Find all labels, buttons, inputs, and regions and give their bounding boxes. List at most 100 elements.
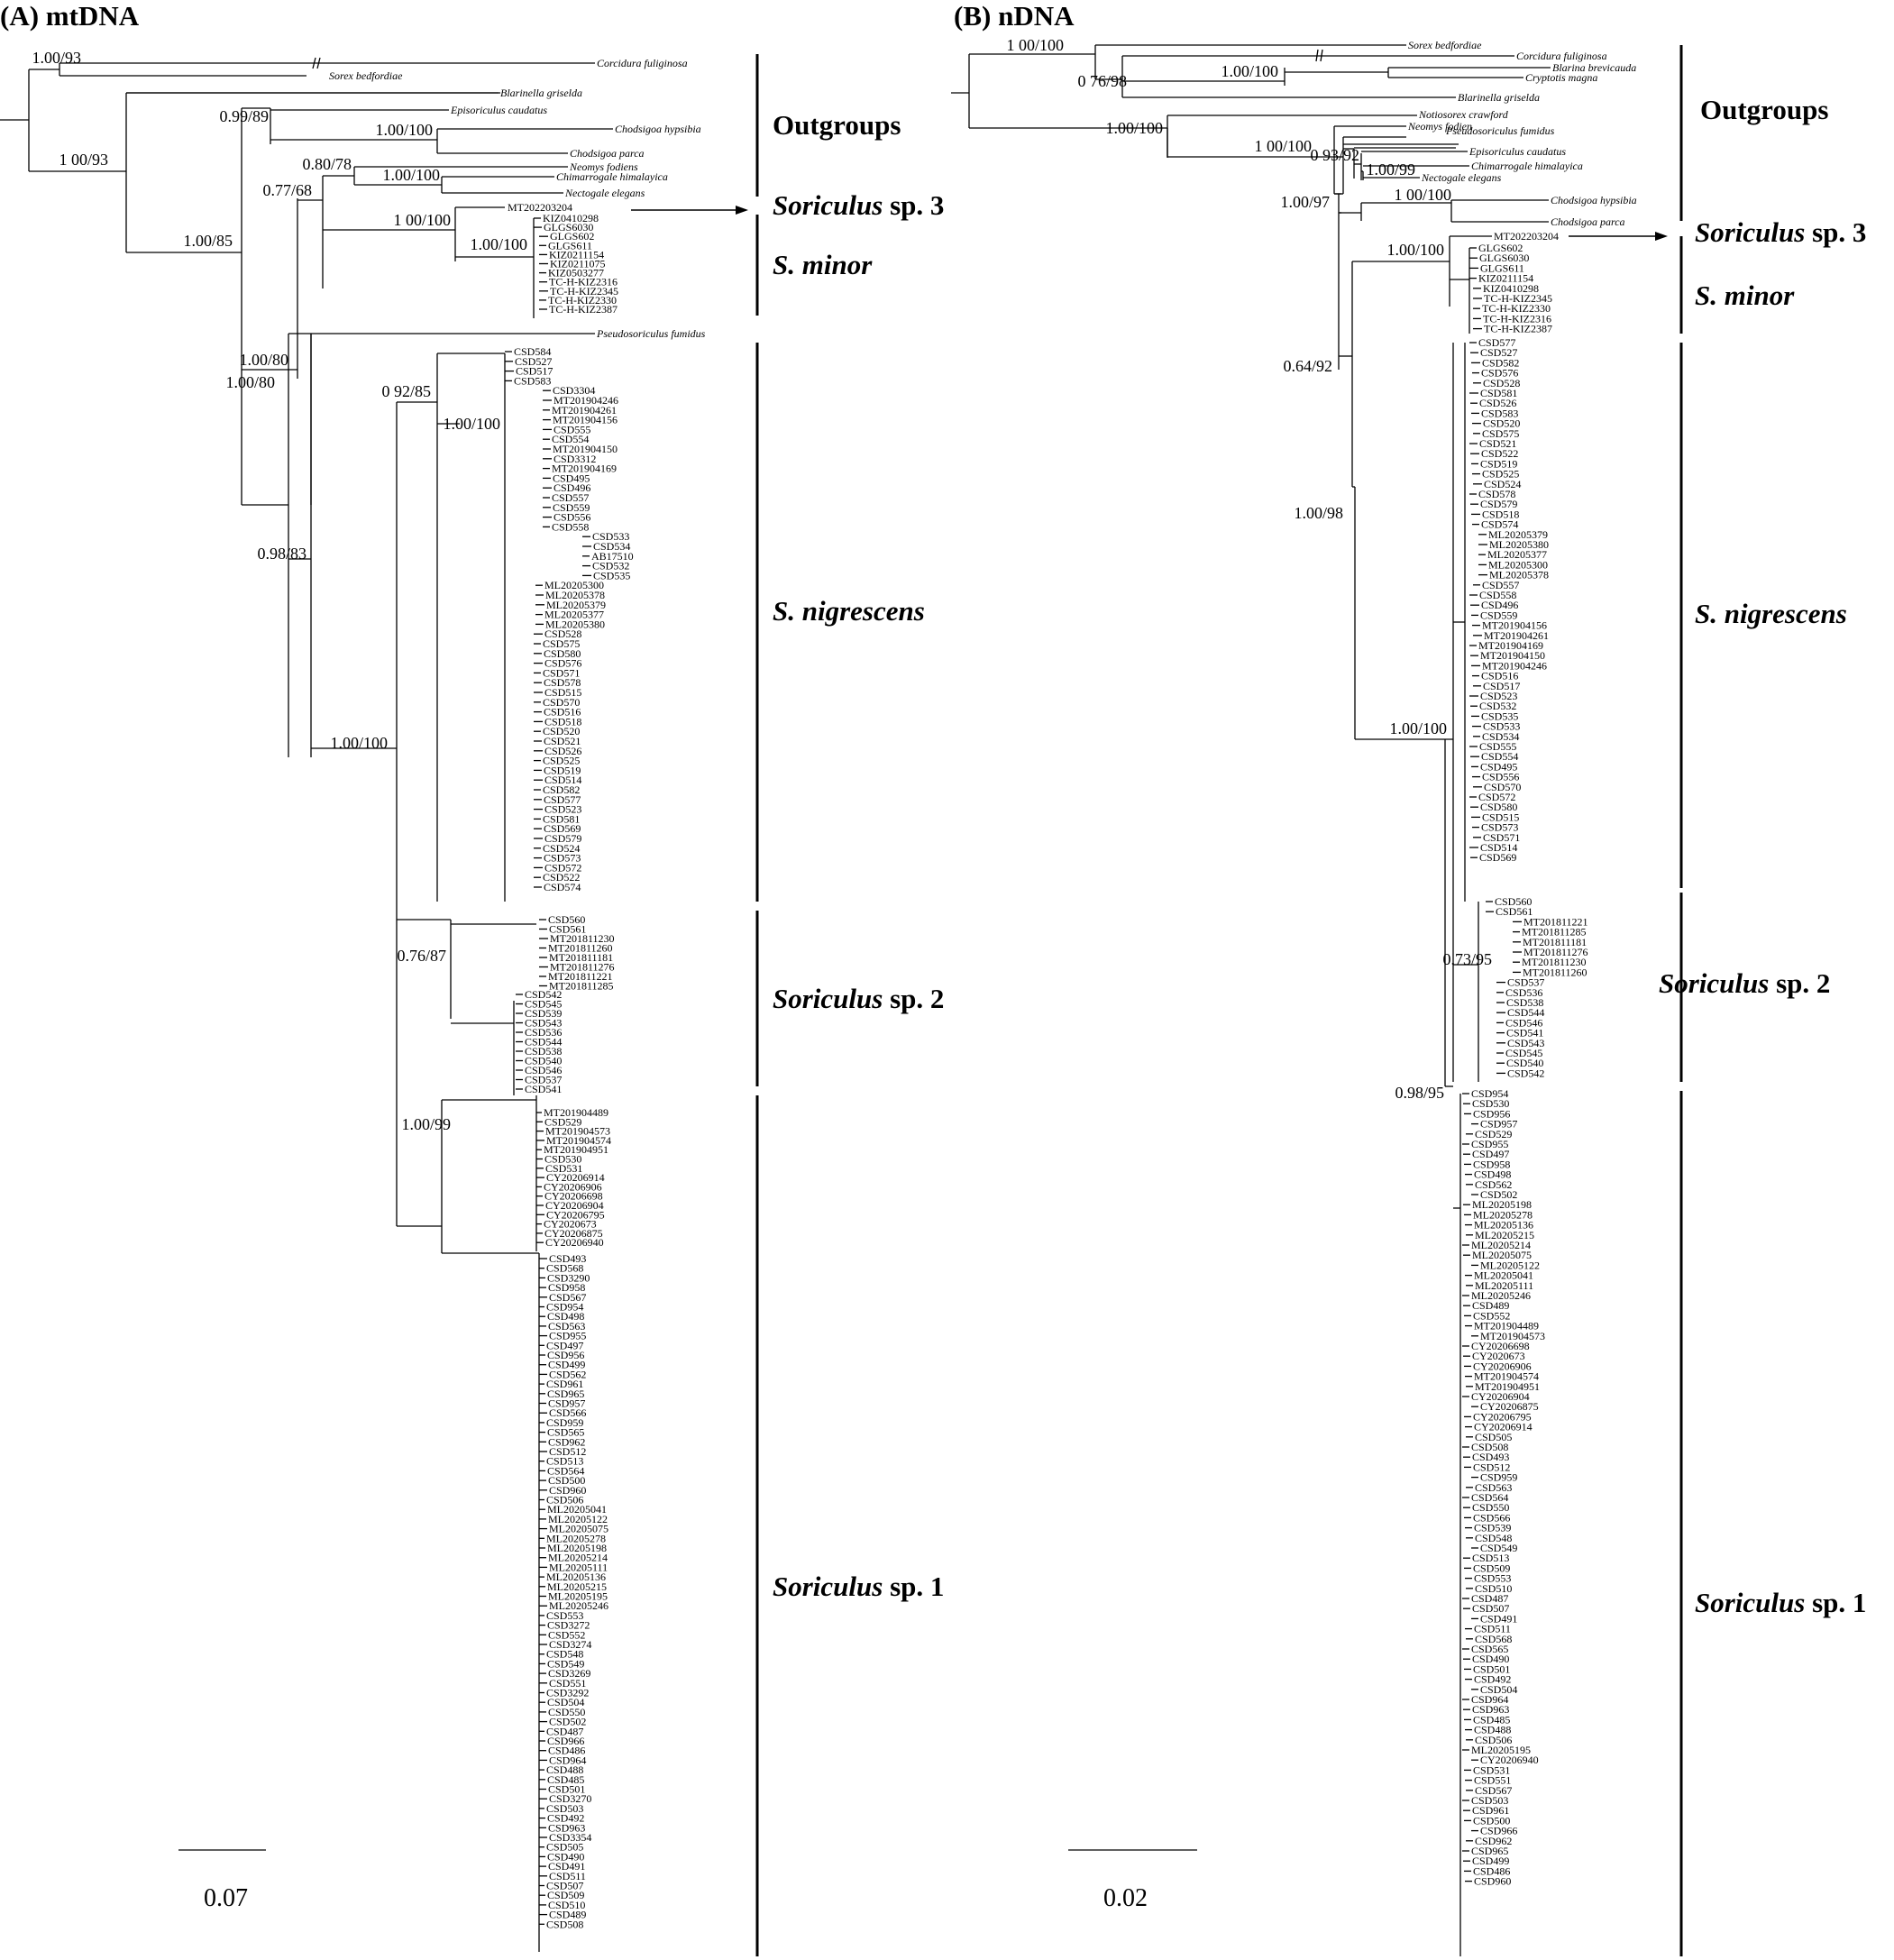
- arrow-head: [736, 206, 748, 215]
- taxon-label: GLGS6030: [1479, 252, 1529, 264]
- taxon-label: CSD514: [544, 774, 581, 786]
- support-value: 1.00/99: [401, 1115, 451, 1133]
- taxon-label: CSD564: [547, 1464, 584, 1477]
- taxon-label: CSD572: [544, 861, 581, 874]
- taxon-label: CSD955: [1471, 1138, 1508, 1150]
- taxon-label: CSD556: [1482, 771, 1519, 783]
- species-suffix: sp. 1: [883, 1571, 945, 1602]
- taxon-label: CSD569: [544, 822, 581, 835]
- taxon-label: CSD496: [1481, 599, 1518, 611]
- taxon-label: TC-H-KIZ2316: [549, 276, 618, 289]
- taxon-label: ML20205122: [548, 1513, 608, 1525]
- taxon-label: TC-H-KIZ2345: [550, 285, 618, 298]
- taxon-label: CSD530: [1472, 1097, 1509, 1110]
- taxon-label: Chodsigoa parca: [1551, 215, 1625, 228]
- taxon-label: CSD529: [1475, 1128, 1512, 1140]
- taxon-label: MT201811276: [1523, 946, 1588, 958]
- taxon-label: CSD542: [1507, 1067, 1544, 1079]
- taxon-label: Episoriculus caudatus: [450, 104, 547, 116]
- taxon-label: MT201904261: [1484, 629, 1549, 642]
- taxon-label: CSD966: [1480, 1825, 1517, 1837]
- taxon-label: CSD510: [1475, 1582, 1512, 1595]
- taxon-label: CSD512: [549, 1445, 586, 1458]
- taxon-label: KIZ0410298: [543, 212, 599, 224]
- taxon-label: CSD528: [544, 627, 581, 640]
- taxon-label: Neomys fodien: [1407, 120, 1472, 133]
- taxon-label: CSD954: [1471, 1087, 1508, 1100]
- species-name: S. nigrescens: [1695, 598, 1847, 629]
- taxon-label: CSD534: [593, 540, 630, 553]
- taxon-label: CSD486: [548, 1745, 585, 1757]
- taxon-label: CY20206914: [1474, 1421, 1533, 1433]
- taxon-label: CSD492: [547, 1812, 584, 1825]
- taxon-label: AB17510: [591, 550, 634, 563]
- taxon-label: CSD541: [1506, 1027, 1543, 1040]
- taxon-label: ML20205380: [545, 618, 605, 630]
- taxon-label: MT201811221: [548, 970, 613, 983]
- taxon-label: MT201904574: [1474, 1370, 1539, 1383]
- taxon-label: ML20205378: [545, 589, 605, 601]
- taxon-label: CSD525: [543, 755, 580, 767]
- taxon-label: CSD511: [1474, 1623, 1511, 1635]
- taxon-label: CSD544: [1507, 1006, 1544, 1019]
- taxon-label: CSD3354: [549, 1831, 591, 1844]
- taxon-label: CSD550: [548, 1706, 585, 1718]
- taxon-label: Chimarrogale himalayica: [1471, 160, 1583, 172]
- taxon-label: MT201904573: [545, 1125, 610, 1138]
- taxon-label: CSD523: [544, 803, 581, 816]
- species-name: S. minor: [773, 249, 873, 280]
- taxon-label: Sorex bedfordiae: [1408, 39, 1482, 51]
- taxon-label: ML20205215: [1475, 1229, 1534, 1241]
- taxon-label: TC-H-KIZ2316: [1483, 312, 1551, 325]
- taxon-label: CSD485: [547, 1773, 584, 1786]
- taxon-label: CSD957: [1480, 1118, 1517, 1131]
- taxon-label: CSD546: [525, 1064, 562, 1076]
- taxon-label: Corcidura fuliginosa: [597, 57, 688, 69]
- species-name: S. nigrescens: [773, 595, 925, 627]
- taxon-label: MT201904169: [1478, 639, 1543, 652]
- taxon-label: MT201811260: [548, 942, 613, 955]
- species-suffix: sp. 2: [883, 983, 945, 1014]
- taxon-label: CSD501: [1473, 1662, 1510, 1675]
- panel-b-title: (B) nDNA: [954, 0, 1075, 32]
- branch-break: [1315, 49, 1319, 62]
- taxon-label: CSD578: [1478, 488, 1515, 500]
- taxon-label: CSD961: [546, 1378, 583, 1390]
- taxon-label: CSD3290: [547, 1271, 590, 1284]
- taxon-label: CSD955: [549, 1330, 586, 1342]
- taxon-label: CSD497: [1472, 1148, 1509, 1160]
- taxon-label: CSD495: [553, 472, 590, 484]
- taxon-label: KIZ0211154: [1478, 272, 1533, 285]
- taxon-label: Neomys fodiens: [569, 160, 638, 173]
- taxon-label: MT201904150: [1480, 649, 1545, 662]
- taxon-label: CSD583: [514, 374, 551, 387]
- taxon-label: CSD517: [516, 365, 553, 378]
- taxon-label: CSD578: [544, 676, 581, 689]
- taxon-label: CSD558: [552, 520, 589, 533]
- support-value: 1.00/98: [1294, 504, 1343, 522]
- panel-a-title: (A) mtDNA: [0, 0, 140, 32]
- taxon-label: CSD959: [1480, 1471, 1517, 1484]
- taxon-label: TC-H-KIZ2330: [548, 294, 617, 307]
- taxon-label: CSD502: [1480, 1188, 1517, 1201]
- taxon-label: CSD563: [548, 1320, 585, 1333]
- support-value: 1.00/100: [1389, 719, 1447, 737]
- clade-label-sp1-b: Soriculus sp. 1: [1695, 1587, 1866, 1619]
- taxon-label: CSD957: [548, 1397, 585, 1410]
- support-value: 1.00/100: [470, 235, 527, 253]
- taxon-label: CSD964: [549, 1754, 586, 1766]
- support-value: 0 92/85: [381, 382, 431, 400]
- taxon-label: CSD541: [525, 1083, 562, 1095]
- taxon-label: CSD527: [515, 355, 552, 368]
- taxon-label: CSD510: [548, 1899, 585, 1911]
- taxon-label: CSD495: [1480, 760, 1517, 773]
- taxon-label: GLGS611: [1480, 261, 1524, 274]
- taxon-label: CSD512: [1473, 1461, 1510, 1473]
- taxon-label: CSD545: [1505, 1047, 1542, 1059]
- genus-name: Soriculus: [1695, 1587, 1806, 1618]
- taxon-label: CSD499: [548, 1359, 585, 1371]
- taxon-label: CSD962: [548, 1435, 585, 1448]
- taxon-label: CSD564: [1471, 1491, 1508, 1504]
- taxon-label: CSD487: [1471, 1592, 1508, 1605]
- clade-label-sp2-b: Soriculus sp. 2: [1659, 967, 1830, 1000]
